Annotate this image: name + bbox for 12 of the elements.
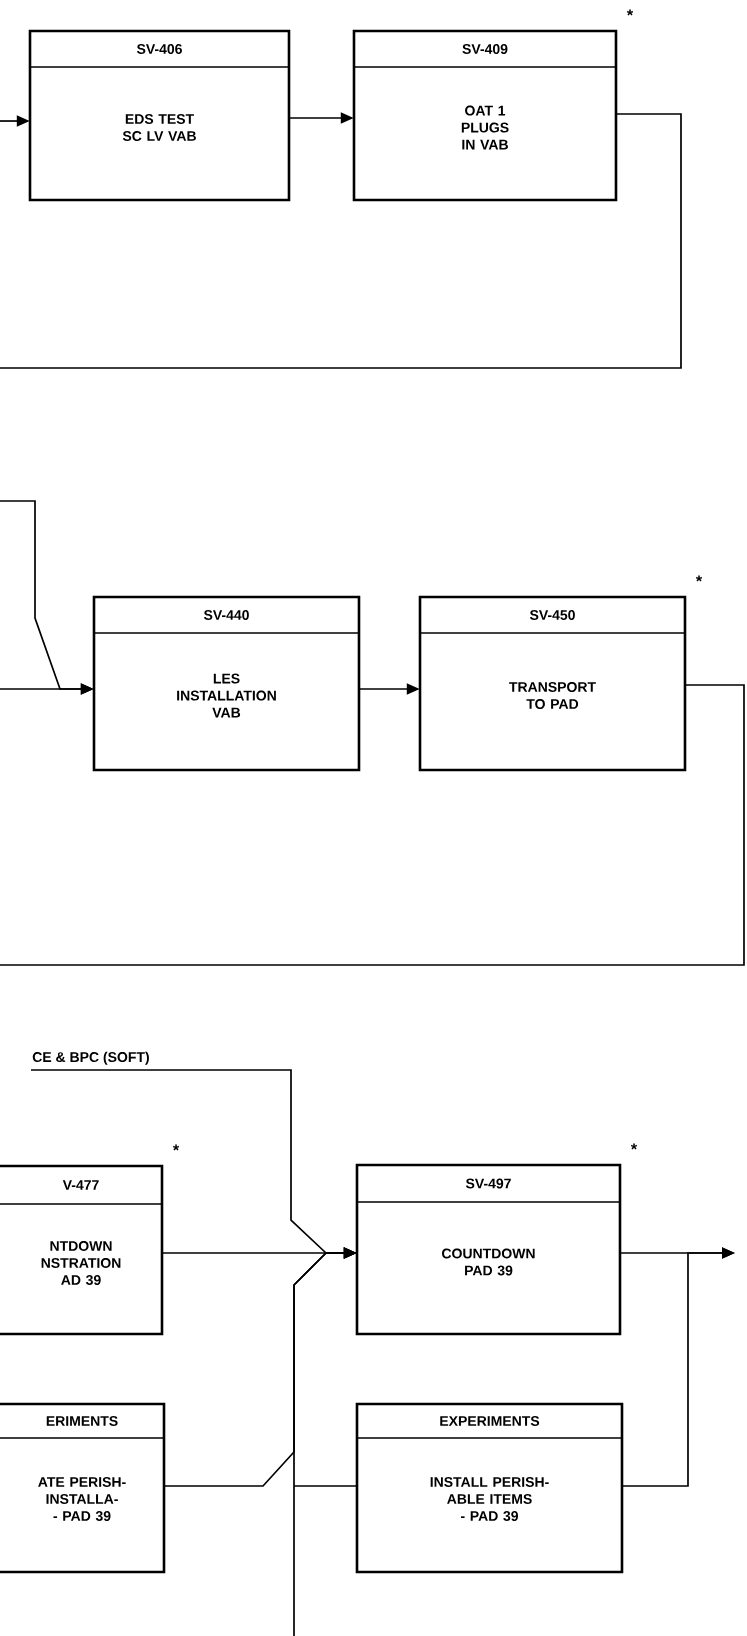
process-box: V-477 NTDOWN NSTRATION AD 39 xyxy=(0,1164,164,1336)
process-box: SV-440 LES INSTALLATION VAB xyxy=(92,595,361,772)
process-box: SV-406 EDS TEST SC LV VAB xyxy=(28,29,291,202)
process-box: SV-409 OAT 1 PLUGS IN VAB xyxy=(352,29,618,202)
asterisk-mark: * xyxy=(630,1143,638,1150)
asterisk-mark: * xyxy=(172,1144,180,1151)
asterisk-mark: * xyxy=(695,575,703,582)
process-box: SV-450 TRANSPORT TO PAD xyxy=(418,595,687,772)
asterisk-mark: * xyxy=(626,9,634,16)
process-box: ERIMENTS ATE PERISH- INSTALLA- - PAD 39 xyxy=(0,1402,166,1574)
process-box: EXPERIMENTS INSTALL PERISH- ABLE ITEMS - PAD 39 xyxy=(355,1402,624,1574)
process-box: SV-497 COUNTDOWN PAD 39 xyxy=(355,1163,622,1336)
